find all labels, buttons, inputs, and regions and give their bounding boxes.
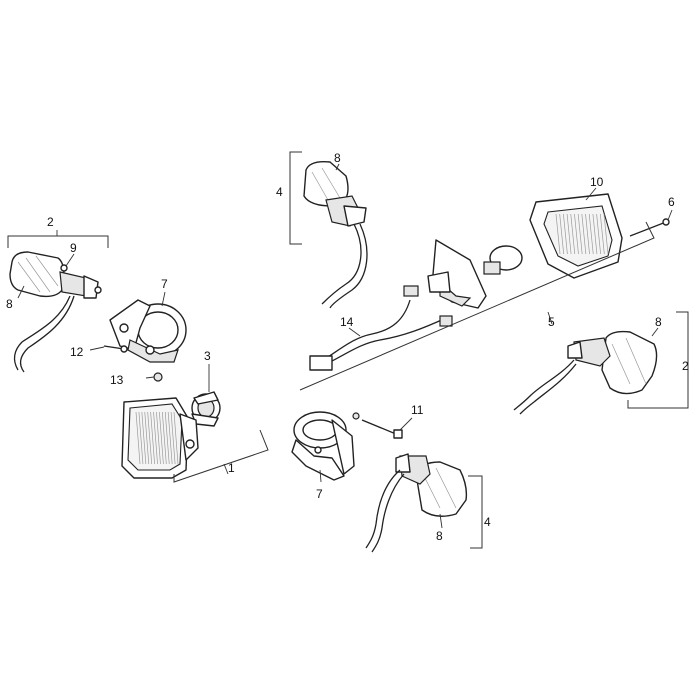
callout-8-bottom: 8: [436, 529, 443, 543]
lens-hatch-line: [592, 213, 598, 255]
indicator-bracket-7: [291, 411, 355, 481]
bolt-11: [352, 412, 403, 439]
wiring-harness-14: [309, 285, 453, 371]
headlight-bracket: [109, 299, 187, 363]
lens-hatch-line: [585, 213, 590, 255]
front-right-indicator: [513, 330, 658, 415]
lens-hatch-line: [147, 411, 153, 465]
lens-hatch-line: [150, 411, 155, 465]
callout-4-top: 4: [276, 185, 283, 199]
lens-hatch-line: [144, 411, 150, 465]
bracket-1: [173, 429, 269, 483]
lens-hatch-line: [555, 213, 561, 255]
callout-2-right: 2: [682, 359, 689, 373]
bracket-4-top: [289, 151, 302, 245]
callout-11: 11: [411, 403, 424, 417]
lens-hatch-line: [164, 411, 170, 465]
lens-hatch-line: [577, 213, 583, 255]
tail-light-holder: [427, 239, 487, 309]
rear-right-indicator: [365, 453, 468, 553]
lens-hatch-line: [170, 411, 176, 465]
lens-hatch-line: [559, 213, 565, 255]
lens-hatch-line: [156, 411, 161, 465]
tail-light-lens-10: [529, 193, 623, 279]
bracket-4-bottom: [468, 475, 483, 549]
screw-6: [629, 218, 670, 237]
bracket-2-right: [627, 311, 689, 409]
bracket-2-left: [7, 235, 109, 248]
bracket-5: [299, 221, 655, 391]
callout-7-top: 7: [161, 277, 168, 291]
lens-hatch-line: [563, 213, 568, 255]
lens-hatch-line: [566, 213, 572, 255]
callout-6: 6: [668, 195, 675, 209]
bulb-holder-3: [191, 391, 221, 427]
tail-bulb: [483, 245, 523, 275]
lens-hatch-line: [167, 411, 173, 465]
callout-4-bottom: 4: [484, 515, 491, 529]
rear-left-indicator: [303, 160, 368, 309]
callout-13: 13: [110, 373, 124, 387]
lens-hatch-line: [581, 213, 587, 255]
lens-hatch-line: [570, 213, 576, 255]
lens-hatch-line: [596, 213, 601, 255]
lens-hatch-line: [603, 213, 609, 255]
lens-hatch-line: [159, 411, 164, 465]
callout-5: 5: [548, 315, 555, 329]
callout-9: 9: [70, 241, 77, 255]
nut-13: [153, 372, 163, 382]
callout-12: 12: [70, 345, 84, 359]
callout-2-left: 2: [47, 215, 54, 229]
lens-hatch-line: [588, 213, 594, 255]
screw-12: [103, 345, 128, 353]
callout-8-top: 8: [334, 151, 341, 165]
front-left-indicator: [9, 251, 102, 373]
lens-hatch-line: [161, 411, 167, 465]
callout-7-bottom: 7: [316, 487, 323, 501]
lens-hatch-line: [141, 411, 147, 465]
lens-hatch-line: [153, 411, 158, 465]
callout-1: 1: [228, 461, 235, 475]
lens-hatch-line: [173, 411, 179, 465]
lens-hatch-line: [138, 411, 144, 465]
lens-hatch-line: [574, 213, 579, 255]
callout-10: 10: [590, 175, 604, 189]
callout-14: 14: [340, 315, 354, 329]
headlight-1: [121, 397, 199, 479]
callout-3: 3: [204, 349, 211, 363]
callout-8-right: 8: [655, 315, 662, 329]
callout-8-left: 8: [6, 297, 13, 311]
lens-hatch-line: [599, 213, 605, 255]
lens-hatch-line: [135, 411, 141, 465]
